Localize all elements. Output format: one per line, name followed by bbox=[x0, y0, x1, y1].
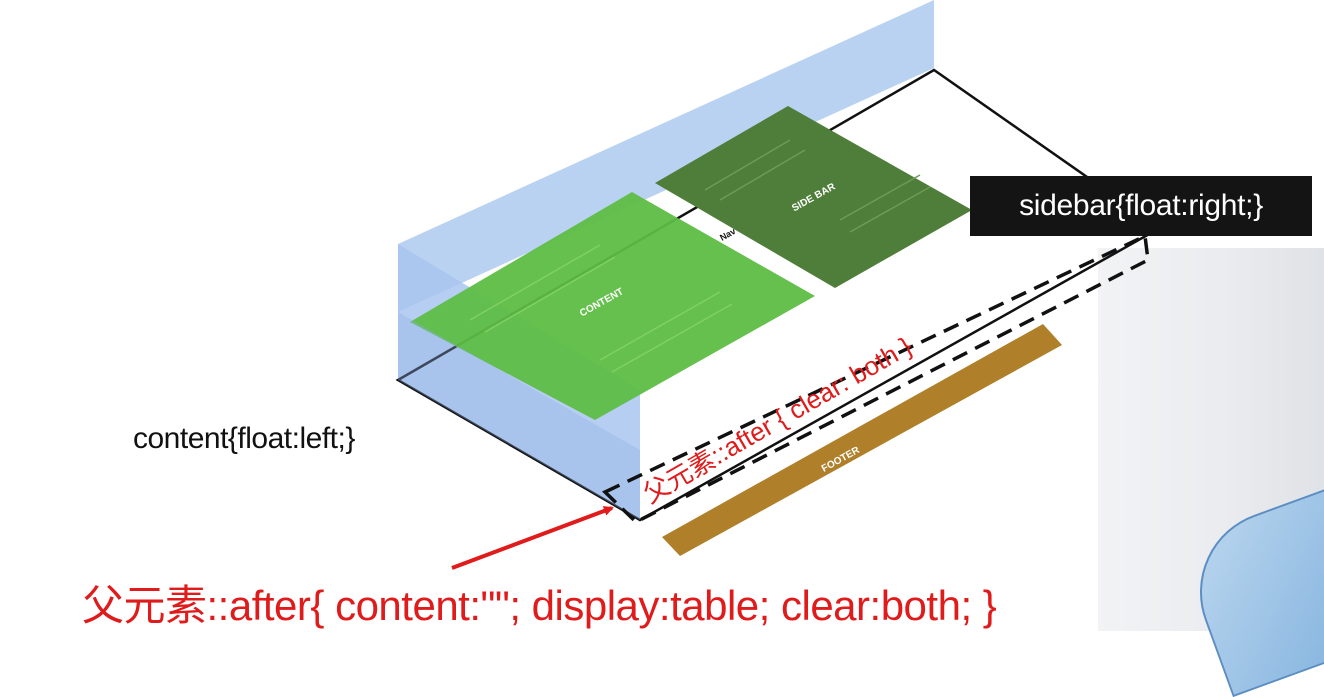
clearfix-dashed-box bbox=[601, 233, 1150, 525]
content-box bbox=[410, 192, 815, 420]
parent-back-plane bbox=[398, 0, 934, 312]
sidebar-rule-label: sidebar{float:right;} bbox=[970, 176, 1312, 236]
sidebar-box bbox=[655, 106, 972, 288]
diagram-canvas: SIDE BAR Nav CONTENT 父元素::after { clear:… bbox=[395, 0, 1163, 570]
red-arrow bbox=[451, 506, 614, 570]
content-rule-label: content{float:left;} bbox=[133, 422, 355, 455]
float-clearfix-diagram: SIDE BAR Nav CONTENT 父元素::after { clear:… bbox=[82, 0, 1324, 697]
parent-after-code: 父元素::after{ content:""; display:table; c… bbox=[82, 582, 997, 629]
wall-overlap bbox=[398, 312, 640, 520]
footer-bar bbox=[662, 324, 1062, 556]
